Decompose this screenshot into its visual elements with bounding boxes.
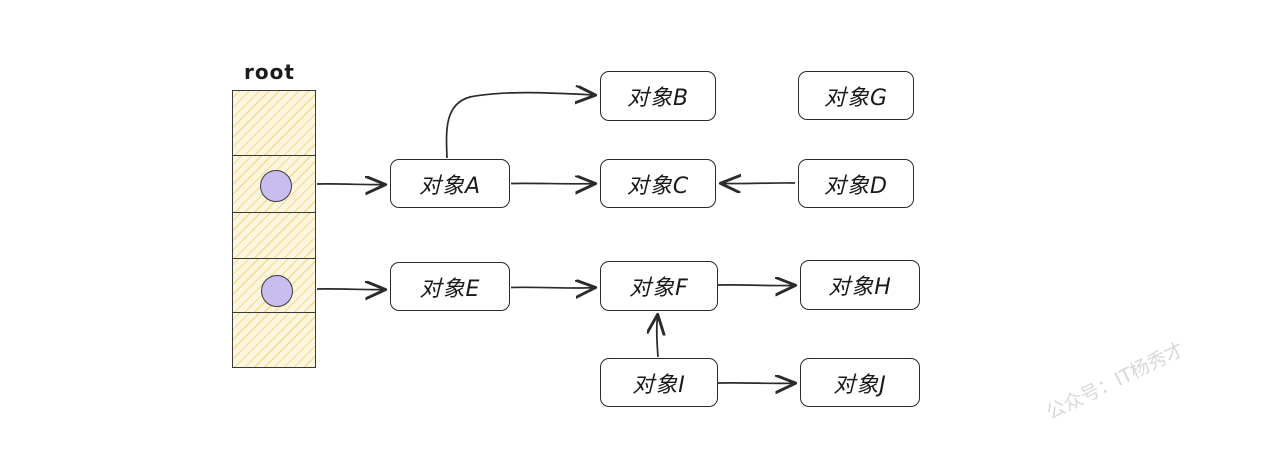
root-cell-1[interactable]: [232, 90, 316, 156]
edge-object-a-to-object-b: [445, 93, 594, 159]
root-cell-5[interactable]: [232, 312, 316, 368]
node-object-a[interactable]: 对象A: [390, 159, 510, 208]
edge-object-e-to-object-f: [510, 287, 594, 288]
node-object-c-label: 对象C: [626, 173, 690, 199]
node-object-e[interactable]: 对象E: [390, 262, 510, 311]
node-object-j-label: 对象J: [833, 372, 887, 398]
root-cell-4-reference-dot: [261, 275, 293, 307]
root-reference-table: [232, 90, 316, 368]
node-object-h-label: 对象H: [828, 275, 892, 300]
edge-object-d-to-object-c: [722, 183, 796, 184]
node-object-f-label: 对象F: [629, 276, 689, 301]
root-label: root: [244, 60, 295, 84]
node-object-b[interactable]: 对象B: [600, 71, 716, 121]
edge-object-i-to-object-f: [657, 316, 658, 358]
node-object-f[interactable]: 对象F: [600, 261, 718, 311]
root-cell-2-reference-dot: [260, 170, 292, 202]
edge-root-to-object-e: [316, 289, 384, 290]
node-object-h[interactable]: 对象H: [800, 260, 920, 310]
edge-root-to-object-a: [316, 184, 384, 185]
node-object-g[interactable]: 对象G: [798, 71, 914, 120]
node-object-e-label: 对象E: [419, 276, 481, 302]
node-object-g-label: 对象G: [823, 85, 889, 111]
root-cell-3[interactable]: [232, 212, 316, 259]
edge-object-i-to-object-j: [717, 383, 794, 384]
node-object-c[interactable]: 对象C: [600, 159, 716, 208]
node-object-i-label: 对象I: [632, 372, 686, 398]
node-object-j[interactable]: 对象J: [800, 358, 920, 407]
node-object-a-label: 对象A: [418, 173, 482, 199]
node-object-b-label: 对象B: [626, 86, 690, 111]
node-object-d[interactable]: 对象D: [798, 159, 914, 208]
node-object-d-label: 对象D: [824, 173, 888, 199]
edge-object-f-to-object-h: [717, 285, 794, 286]
edge-object-a-to-object-c: [510, 183, 594, 184]
node-object-i[interactable]: 对象I: [600, 358, 718, 407]
